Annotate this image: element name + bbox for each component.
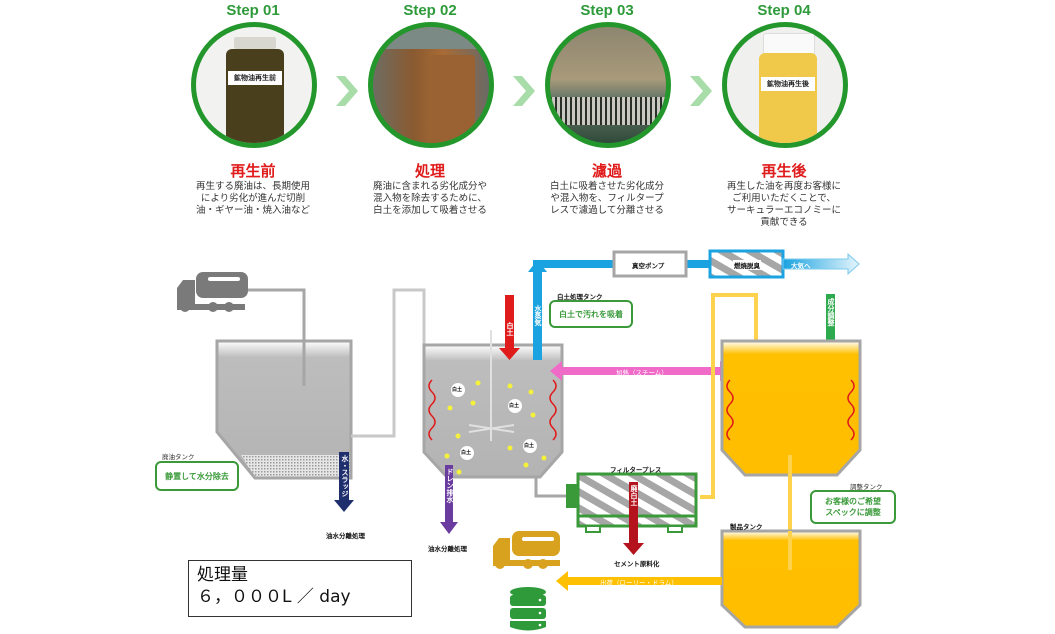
tanker-truck-icon	[177, 272, 248, 312]
jar-clear-oil	[759, 53, 817, 143]
water-sludge-arrow	[334, 452, 354, 512]
water-sludge-label: 水・スラッジ	[341, 455, 349, 497]
step-01-title: 再生前	[230, 162, 276, 180]
step-03-title: 濾過	[591, 162, 622, 180]
step-04-desc: 再生した油を再度お客様に ご利用いただくことで、 サーキュラーエコノミーに 貢献…	[726, 181, 841, 228]
to-atmosphere-label: 大気へ	[791, 262, 811, 270]
clay-tank-bubble: 白土で汚れを吸着	[549, 300, 633, 328]
deodorizer-label: 燃焼脱臭	[733, 260, 761, 270]
step-01-desc: 再生する廃油は、長期使用 により劣化が進んだ切削 油・ギヤー油・焼入油など	[195, 181, 310, 216]
shipping-arrow	[556, 571, 722, 591]
clay-tank-label: 白土処理タンク	[557, 293, 603, 301]
capacity-value: ６，０００L ／ day	[197, 587, 351, 607]
to-atmosphere-arrow	[782, 252, 860, 276]
adjust-tank-bubble: お客様のご希望 スペックに調整	[810, 490, 896, 524]
step-03-label: Step 03	[580, 2, 634, 19]
chevron-right-icon	[513, 76, 535, 106]
step-01-photo: 鉱物油再生前	[191, 22, 317, 148]
waste-clay-label: 廃白土	[630, 485, 638, 506]
product-tank-label: 製品タンク	[730, 523, 763, 531]
capacity-box: 処理量 ６，０００L ／ day	[188, 560, 412, 617]
drain-arrow	[440, 465, 458, 534]
clay-treatment-tank	[422, 330, 564, 479]
product-tank	[720, 529, 862, 629]
filter-plates	[550, 97, 666, 125]
clay-particle-label: 白土	[524, 443, 535, 449]
filter-press-label: フィルタープレス	[610, 466, 662, 474]
delivery-truck-icon	[493, 531, 560, 569]
step-03-desc: 白土に吸着させた劣化成分 や混入物を、フィルタープ レスで濾過して分離させる	[549, 181, 664, 216]
waste-clay-arrow	[623, 482, 644, 555]
oil-water-sep-label-2: 油水分離処理	[428, 545, 467, 553]
chevron-right-icon	[690, 76, 712, 106]
chevron-right-icon	[336, 76, 358, 106]
heating-label: 加熱（スチーム）	[616, 369, 668, 377]
waste-tank-label: 廃油タンク	[162, 453, 195, 461]
step-01-label: Step 01	[226, 2, 280, 19]
component-adjust-label: 成分調整	[827, 298, 835, 326]
step-02-title: 処理	[414, 162, 445, 180]
clay-input-arrow	[499, 295, 520, 360]
step-02-photo	[368, 22, 494, 148]
step-02-desc: 廃油に含まれる劣化成分や 混入物を除去するために、 白土を添加して吸着させる	[372, 181, 487, 216]
step-04-title: 再生後	[761, 162, 807, 180]
drain-label: ドレン排水	[446, 468, 454, 503]
waste-oil-tank	[215, 339, 353, 480]
cement-label: セメント原料化	[614, 560, 660, 568]
vacuum-pump-label: 真空ポンプ	[632, 262, 665, 270]
tank	[431, 55, 475, 143]
steam-label: 水蒸気	[534, 305, 542, 326]
waste-tank-bubble: 静置して水分除去	[155, 461, 239, 491]
step-02-label: Step 02	[403, 2, 457, 19]
ceiling	[373, 27, 489, 49]
drum-storage-icon	[510, 587, 546, 631]
oil-water-sep-label-1: 油水分離処理	[326, 532, 365, 540]
jar-dark-oil	[226, 49, 284, 143]
jar-label: 鉱物油再生前	[228, 71, 282, 85]
step-03-photo	[545, 22, 671, 148]
shipping-label: 出荷（ローリー・ドラム）	[600, 579, 678, 587]
clay-particle-label: 白土	[461, 450, 472, 456]
clay-particle-label: 白土	[509, 403, 520, 409]
clay-input-label: 白土	[506, 322, 514, 336]
vacuum-pump-box	[612, 250, 688, 278]
adjust-tank	[720, 339, 862, 477]
capacity-title: 処理量	[197, 565, 248, 585]
adjust-tank-label: 調整タンク	[850, 483, 883, 491]
step-04-label: Step 04	[757, 2, 811, 19]
jar-label: 鉱物油再生後	[761, 77, 815, 91]
jar-lid	[234, 37, 276, 49]
steam-line	[528, 260, 711, 360]
step-04-photo: 鉱物油再生後	[722, 22, 848, 148]
clay-particle-label: 白土	[452, 387, 463, 393]
